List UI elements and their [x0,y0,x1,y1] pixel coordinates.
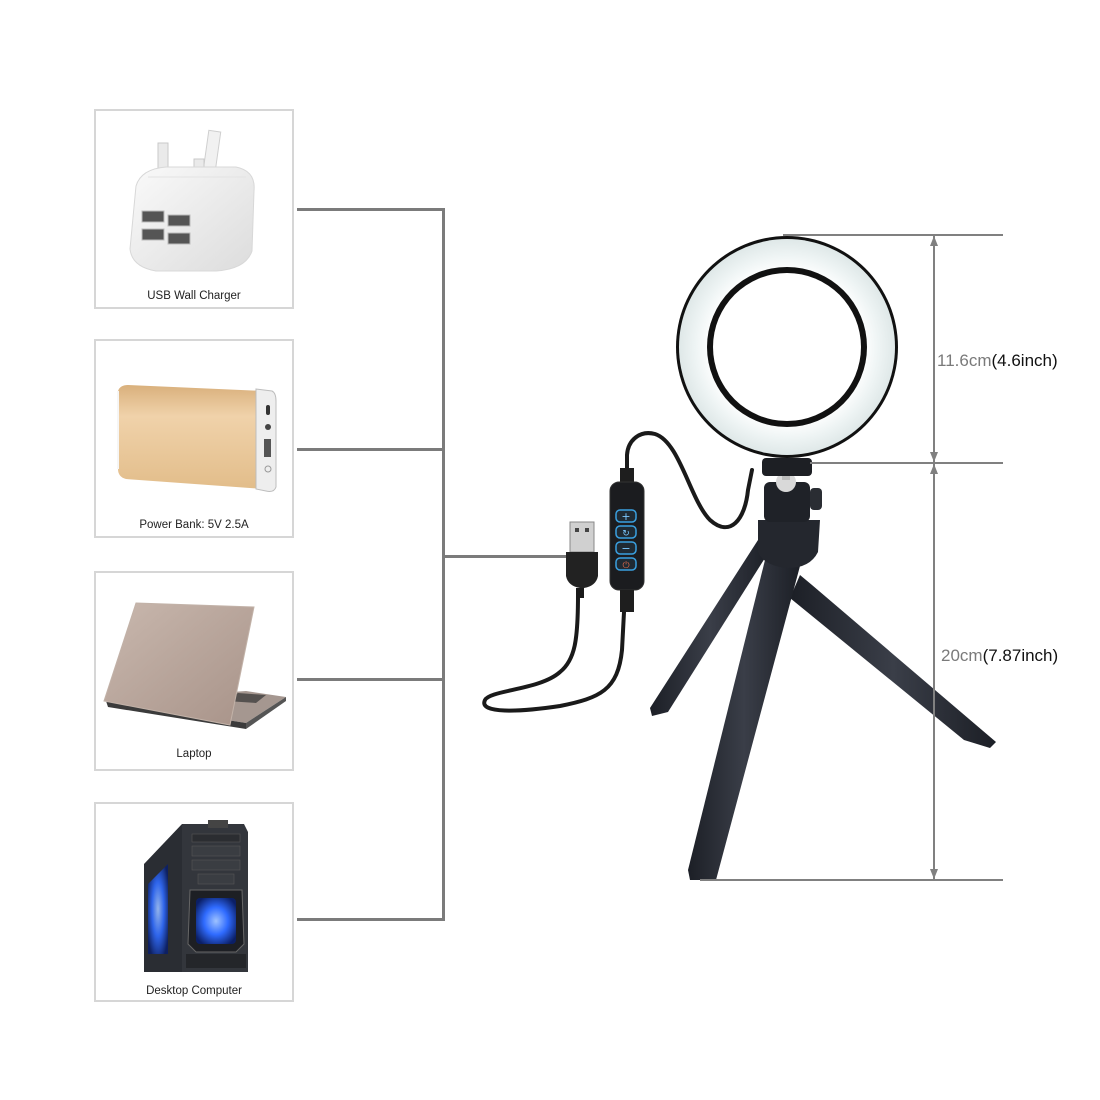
inline-controller: + ↻ − ⏻ [609,468,645,612]
card-label: USB Wall Charger [147,290,241,302]
svg-text:+: + [621,510,630,523]
connector-line-desktop [297,918,445,921]
dimension-label-ring: 11.6cm(4.6inch) [937,351,1058,370]
connector-bus-vertical [442,208,445,921]
laptop-icon [96,573,292,743]
card-label: Laptop [176,748,212,760]
svg-text:−: − [621,542,630,555]
connector-line-to-usb [442,555,566,558]
card-label: Power Bank: 5V 2.5A [139,519,249,531]
svg-text:↻: ↻ [622,529,630,539]
dimension-line-ring-top [783,234,1003,236]
power-bank-icon [96,341,292,511]
dimension-label-tripod: 20cm(7.87inch) [941,646,1059,665]
dimension-line-ring-bottom [810,462,1003,464]
ring-light-icon [676,236,898,458]
dimension-line-tripod-bottom [700,879,1003,881]
connector-line-laptop [297,678,445,681]
card-power-bank: Power Bank: 5V 2.5A [94,339,294,538]
card-usb-wall-charger: USB Wall Charger [94,109,294,309]
usb-plug-icon [566,521,598,598]
connector-line-charger [297,208,445,211]
ring-light-product: + ↻ − ⏻ [460,220,1020,900]
connector-line-powerbank [297,448,445,451]
card-laptop: Laptop [94,571,294,771]
card-desktop-computer: Desktop Computer [94,802,294,1002]
usb-wall-charger-icon [96,111,292,281]
svg-text:⏻: ⏻ [622,560,629,571]
card-label: Desktop Computer [146,985,242,997]
dimension-arrows [930,236,938,879]
dimension-vertical-tripod [933,464,935,879]
desktop-computer-icon [96,804,292,974]
dimension-vertical-ring [933,236,935,462]
